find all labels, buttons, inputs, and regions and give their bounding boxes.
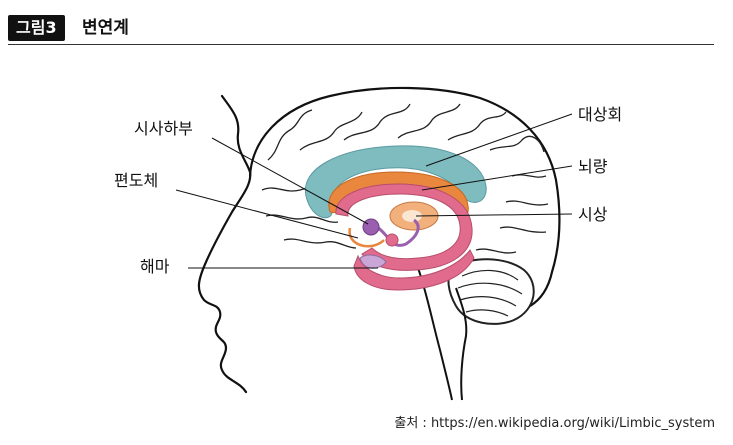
label-amygdala: 편도체 bbox=[114, 171, 158, 190]
label-thalamus: 시상 bbox=[578, 205, 608, 224]
amygdala-shape bbox=[385, 233, 399, 247]
label-hypothalamus: 시사하부 bbox=[134, 119, 193, 138]
hypothalamus-shape bbox=[362, 218, 380, 236]
label-cingulate-gyrus: 대상회 bbox=[578, 105, 622, 124]
cerebellum bbox=[447, 258, 535, 325]
stria-terminalis bbox=[348, 227, 385, 248]
figure-title: 변연계 bbox=[82, 18, 129, 38]
figure-number-badge: 그림3 bbox=[8, 15, 65, 41]
source-citation: 출처 : https://en.wikipedia.org/wiki/Limbi… bbox=[394, 416, 715, 431]
hippocampus-shape bbox=[353, 249, 475, 291]
header-divider bbox=[8, 44, 714, 45]
face-profile bbox=[197, 94, 252, 394]
brain-outline bbox=[248, 86, 561, 307]
label-hippocampus: 해마 bbox=[140, 257, 170, 276]
hippocampus-body bbox=[359, 254, 387, 269]
mammillothalamic-tract bbox=[375, 218, 420, 247]
figure-header: 그림3 변연계 bbox=[8, 13, 714, 47]
thalamus-core bbox=[402, 210, 422, 222]
leader-lines bbox=[175, 113, 573, 269]
fornix-arc bbox=[335, 183, 473, 271]
label-fornix: 뇌량 bbox=[578, 157, 608, 176]
